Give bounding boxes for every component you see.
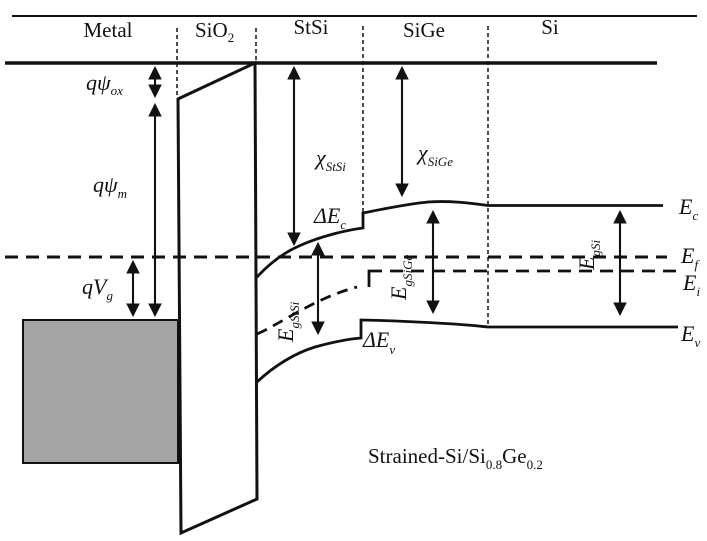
intrinsic-level-stsi-curve	[256, 285, 358, 336]
qpsi-m-label: qψm	[93, 172, 127, 201]
delta-ev-label: ΔEv	[362, 327, 395, 357]
eg-stsi-label: EgStSi	[273, 301, 302, 343]
ev-label: Ev	[680, 321, 700, 350]
conduction-band	[255, 200, 663, 278]
region-label-sio2: SiO2	[195, 18, 234, 45]
ec-label: Ec	[678, 194, 698, 223]
region-label-stsi: StSi	[293, 15, 328, 39]
eg-sige-label: EgSiGe	[386, 255, 415, 301]
eg-si-label: EgSi	[574, 240, 603, 271]
delta-ec-label: ΔEc	[313, 203, 346, 232]
figure-caption: Strained-Si/Si0.8Ge0.2	[368, 444, 543, 472]
qvg-label: qVg	[82, 274, 113, 303]
region-label-metal: Metal	[84, 18, 133, 42]
oxide-band-outline	[176, 60, 259, 536]
intrinsic-level-step	[367, 269, 382, 287]
region-label-sige: SiGe	[403, 18, 445, 42]
qpsi-ox-label: qψox	[86, 70, 123, 98]
chi-sige-label: χSiGe	[416, 140, 453, 169]
chi-stsi-label: χStSi	[314, 145, 346, 174]
ef-label: Ef	[680, 243, 700, 272]
valence-band	[256, 318, 678, 384]
metal-gate-box	[22, 319, 179, 464]
ei-label: Ei	[682, 270, 700, 299]
region-label-si: Si	[541, 15, 559, 39]
